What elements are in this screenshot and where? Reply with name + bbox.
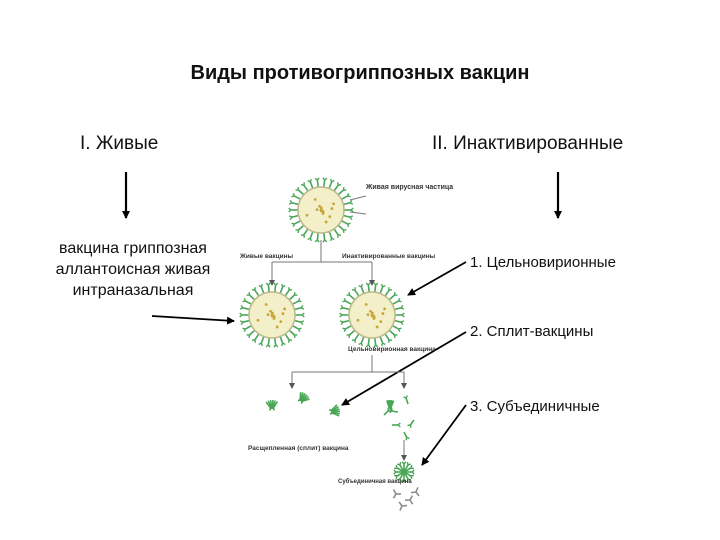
inactivated-vaccines-heading: II. Инактивированные xyxy=(432,133,624,154)
whole-virion-label: Цельновирионная вакцина xyxy=(348,346,436,353)
split-pointer-arrow xyxy=(341,331,467,406)
live-vaccine-virion xyxy=(239,282,305,348)
live-vaccine-description: вакцина гриппозная аллантоисная живая ин… xyxy=(55,240,211,299)
inactivated-vaccines-label: Инактивированные вакцины xyxy=(342,253,436,260)
split-vaccine-item: 2. Сплит-вакцины xyxy=(470,323,594,340)
live-pointer-arrow xyxy=(151,315,235,325)
split-fragments xyxy=(265,391,415,441)
subunit-particles xyxy=(392,461,420,511)
live-vaccines-label: Живые вакцины xyxy=(239,253,294,260)
subunit-vaccine-label: Субъединичная вакцина xyxy=(338,478,412,485)
figure-connectors xyxy=(269,195,407,461)
page-title: Виды противогриппозных вакцин xyxy=(190,62,530,84)
whole-virion-item: 1. Цельновирионные xyxy=(470,254,616,271)
virion-label: Живая вирусная частица xyxy=(365,184,453,191)
subunit-vaccine-item: 3. Субъединичные xyxy=(470,398,600,415)
live-vaccines-heading: I. Живые xyxy=(80,133,159,154)
live-virus-particle xyxy=(288,177,354,243)
subunit-pointer-arrow xyxy=(421,404,467,466)
whole-virion-pointer-arrow xyxy=(407,261,467,296)
inactivated-vaccine-virion xyxy=(339,282,405,348)
split-vaccine-label: Расщепленная (сплит) вакцина xyxy=(248,445,349,452)
